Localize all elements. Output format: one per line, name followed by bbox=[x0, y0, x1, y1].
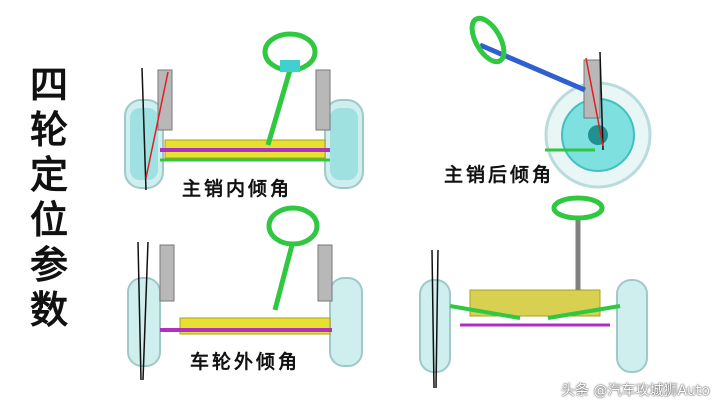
title-char: 定 bbox=[29, 152, 68, 197]
toe-right-tire bbox=[616, 279, 648, 373]
kingpin-tilt-line bbox=[145, 71, 169, 179]
title-char: 数 bbox=[29, 287, 68, 332]
vertical-title: 四 轮 定 位 参 数 bbox=[20, 62, 78, 332]
caster-wheel-hub bbox=[588, 125, 608, 145]
camber-left-spring bbox=[159, 244, 175, 302]
camber-right-spring bbox=[317, 244, 333, 302]
title-char: 轮 bbox=[29, 107, 68, 152]
title-char: 参 bbox=[29, 242, 68, 287]
toe-illustration bbox=[419, 195, 648, 389]
camber-vertical-line bbox=[137, 241, 142, 381]
left-spring bbox=[157, 69, 173, 131]
camber-illustration bbox=[127, 205, 363, 381]
toe-left-line-2 bbox=[435, 249, 439, 389]
toe-left-line bbox=[431, 249, 435, 389]
kingpin-inclination-illustration bbox=[124, 31, 364, 191]
right-tire-tread bbox=[330, 108, 358, 180]
camber-steering-column bbox=[272, 244, 295, 311]
caster-illustration bbox=[469, 15, 652, 189]
right-spring bbox=[315, 69, 331, 131]
caster-steering-shaft bbox=[479, 42, 586, 93]
caster-tilt-line bbox=[585, 57, 604, 147]
watermark: 头条 @汽车攻城狮Auto bbox=[561, 383, 710, 399]
title-char: 位 bbox=[29, 197, 68, 242]
camber-steering-wheel bbox=[266, 205, 320, 247]
kingpin-axis-line bbox=[141, 67, 147, 191]
caster-vertical-line bbox=[599, 51, 604, 151]
camber-tilt-line bbox=[142, 241, 149, 381]
title-char: 四 bbox=[29, 62, 68, 107]
caption-caster: 主销后倾角 bbox=[444, 164, 555, 186]
caption-kingpin-inclination: 主销内倾角 bbox=[182, 178, 293, 200]
toe-arm-right bbox=[547, 304, 621, 320]
steering-hub bbox=[280, 60, 300, 72]
toe-steering-wheel bbox=[551, 195, 605, 221]
steering-column bbox=[265, 69, 293, 146]
camber-right-tire bbox=[329, 277, 363, 367]
toe-arm-left bbox=[449, 304, 521, 320]
caption-camber: 车轮外倾角 bbox=[190, 351, 301, 373]
caster-steering-wheel bbox=[469, 15, 507, 65]
toe-left-tire bbox=[419, 279, 451, 373]
